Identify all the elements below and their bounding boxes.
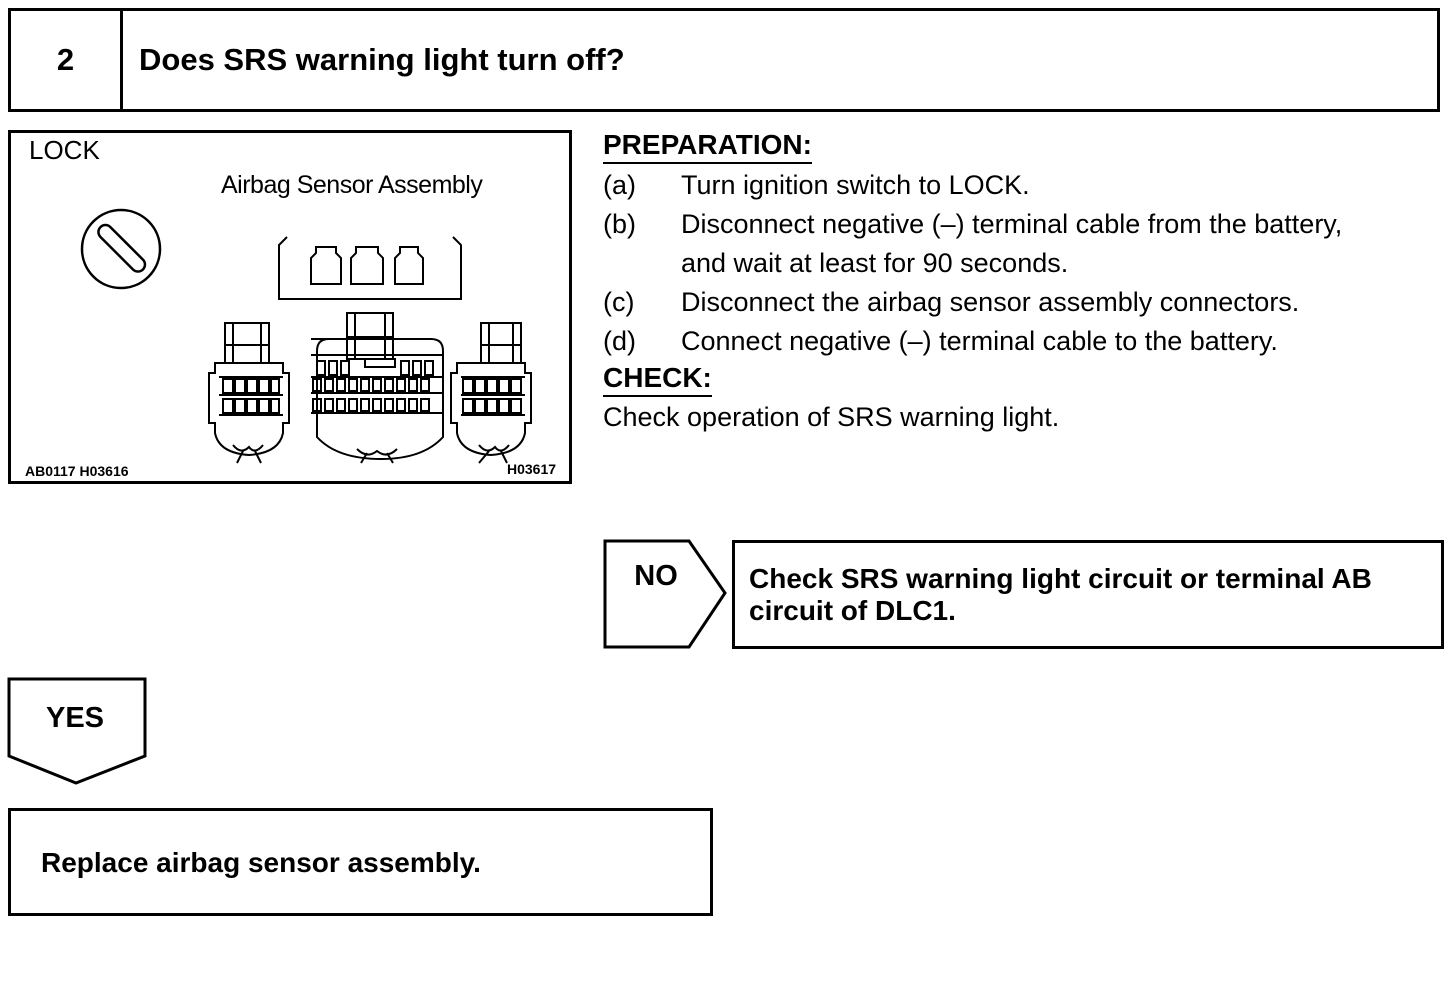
wiring-connector-icon	[208, 322, 290, 464]
step-label: (d)	[603, 326, 636, 356]
wiring-connector-icon	[450, 322, 532, 464]
figure-code-left: AB0117 H03616	[25, 463, 129, 479]
step-label: (b)	[603, 209, 636, 239]
preparation-step: (c) Disconnect the airbag sensor assembl…	[603, 283, 1453, 322]
step-header: 2 Does SRS warning light turn off?	[8, 8, 1440, 112]
wiring-connector-icon	[311, 312, 444, 464]
no-result-box: Check SRS warning light circuit or termi…	[732, 540, 1444, 649]
step-text: Turn ignition switch to LOCK.	[681, 170, 1030, 200]
no-result-line: circuit of DLC1.	[749, 595, 956, 626]
no-arrow-tag	[603, 539, 727, 649]
lock-label: LOCK	[29, 135, 100, 165]
preparation-step: (a) Turn ignition switch to LOCK.	[603, 166, 1453, 205]
check-text: Check operation of SRS warning light.	[603, 402, 1060, 432]
yes-arrow-tag	[7, 677, 147, 785]
step-text: Disconnect the airbag sensor assembly co…	[681, 287, 1300, 317]
preparation-step: (b) Disconnect negative (–) terminal cab…	[603, 205, 1453, 283]
airbag-sensor-assembly-label: Airbag Sensor Assembly	[221, 171, 483, 199]
step-text: Connect negative (–) terminal cable to t…	[681, 326, 1278, 356]
step-title: Does SRS warning light turn off?	[139, 42, 625, 77]
step-label: (a)	[603, 170, 636, 200]
yes-result-text: Replace airbag sensor assembly.	[41, 847, 481, 878]
ignition-lock-icon	[80, 208, 162, 290]
step-text: and wait at least for 90 seconds.	[681, 248, 1069, 278]
step-number: 2	[11, 11, 123, 109]
yes-label: YES	[45, 702, 105, 734]
step-text: Disconnect negative (–) terminal cable f…	[681, 209, 1343, 239]
step-label: (c)	[603, 287, 635, 317]
airbag-connector-illustration	[80, 208, 532, 464]
no-result-line: Check SRS warning light circuit or termi…	[749, 563, 1372, 594]
figure-code-right: H03617	[507, 461, 557, 477]
airbag-sensor-figure: LOCK Airbag Sensor Assembly AB0117 H0361…	[8, 130, 572, 484]
instructions: PREPARATION: (a) Turn ignition switch to…	[603, 128, 1453, 437]
preparation-step: (d) Connect negative (–) terminal cable …	[603, 322, 1453, 361]
yes-result-box: Replace airbag sensor assembly.	[8, 808, 713, 916]
connector-socket-icon	[278, 236, 462, 300]
no-label: NO	[634, 560, 678, 592]
check-heading: CHECK:	[603, 361, 712, 397]
preparation-heading: PREPARATION:	[603, 128, 812, 164]
